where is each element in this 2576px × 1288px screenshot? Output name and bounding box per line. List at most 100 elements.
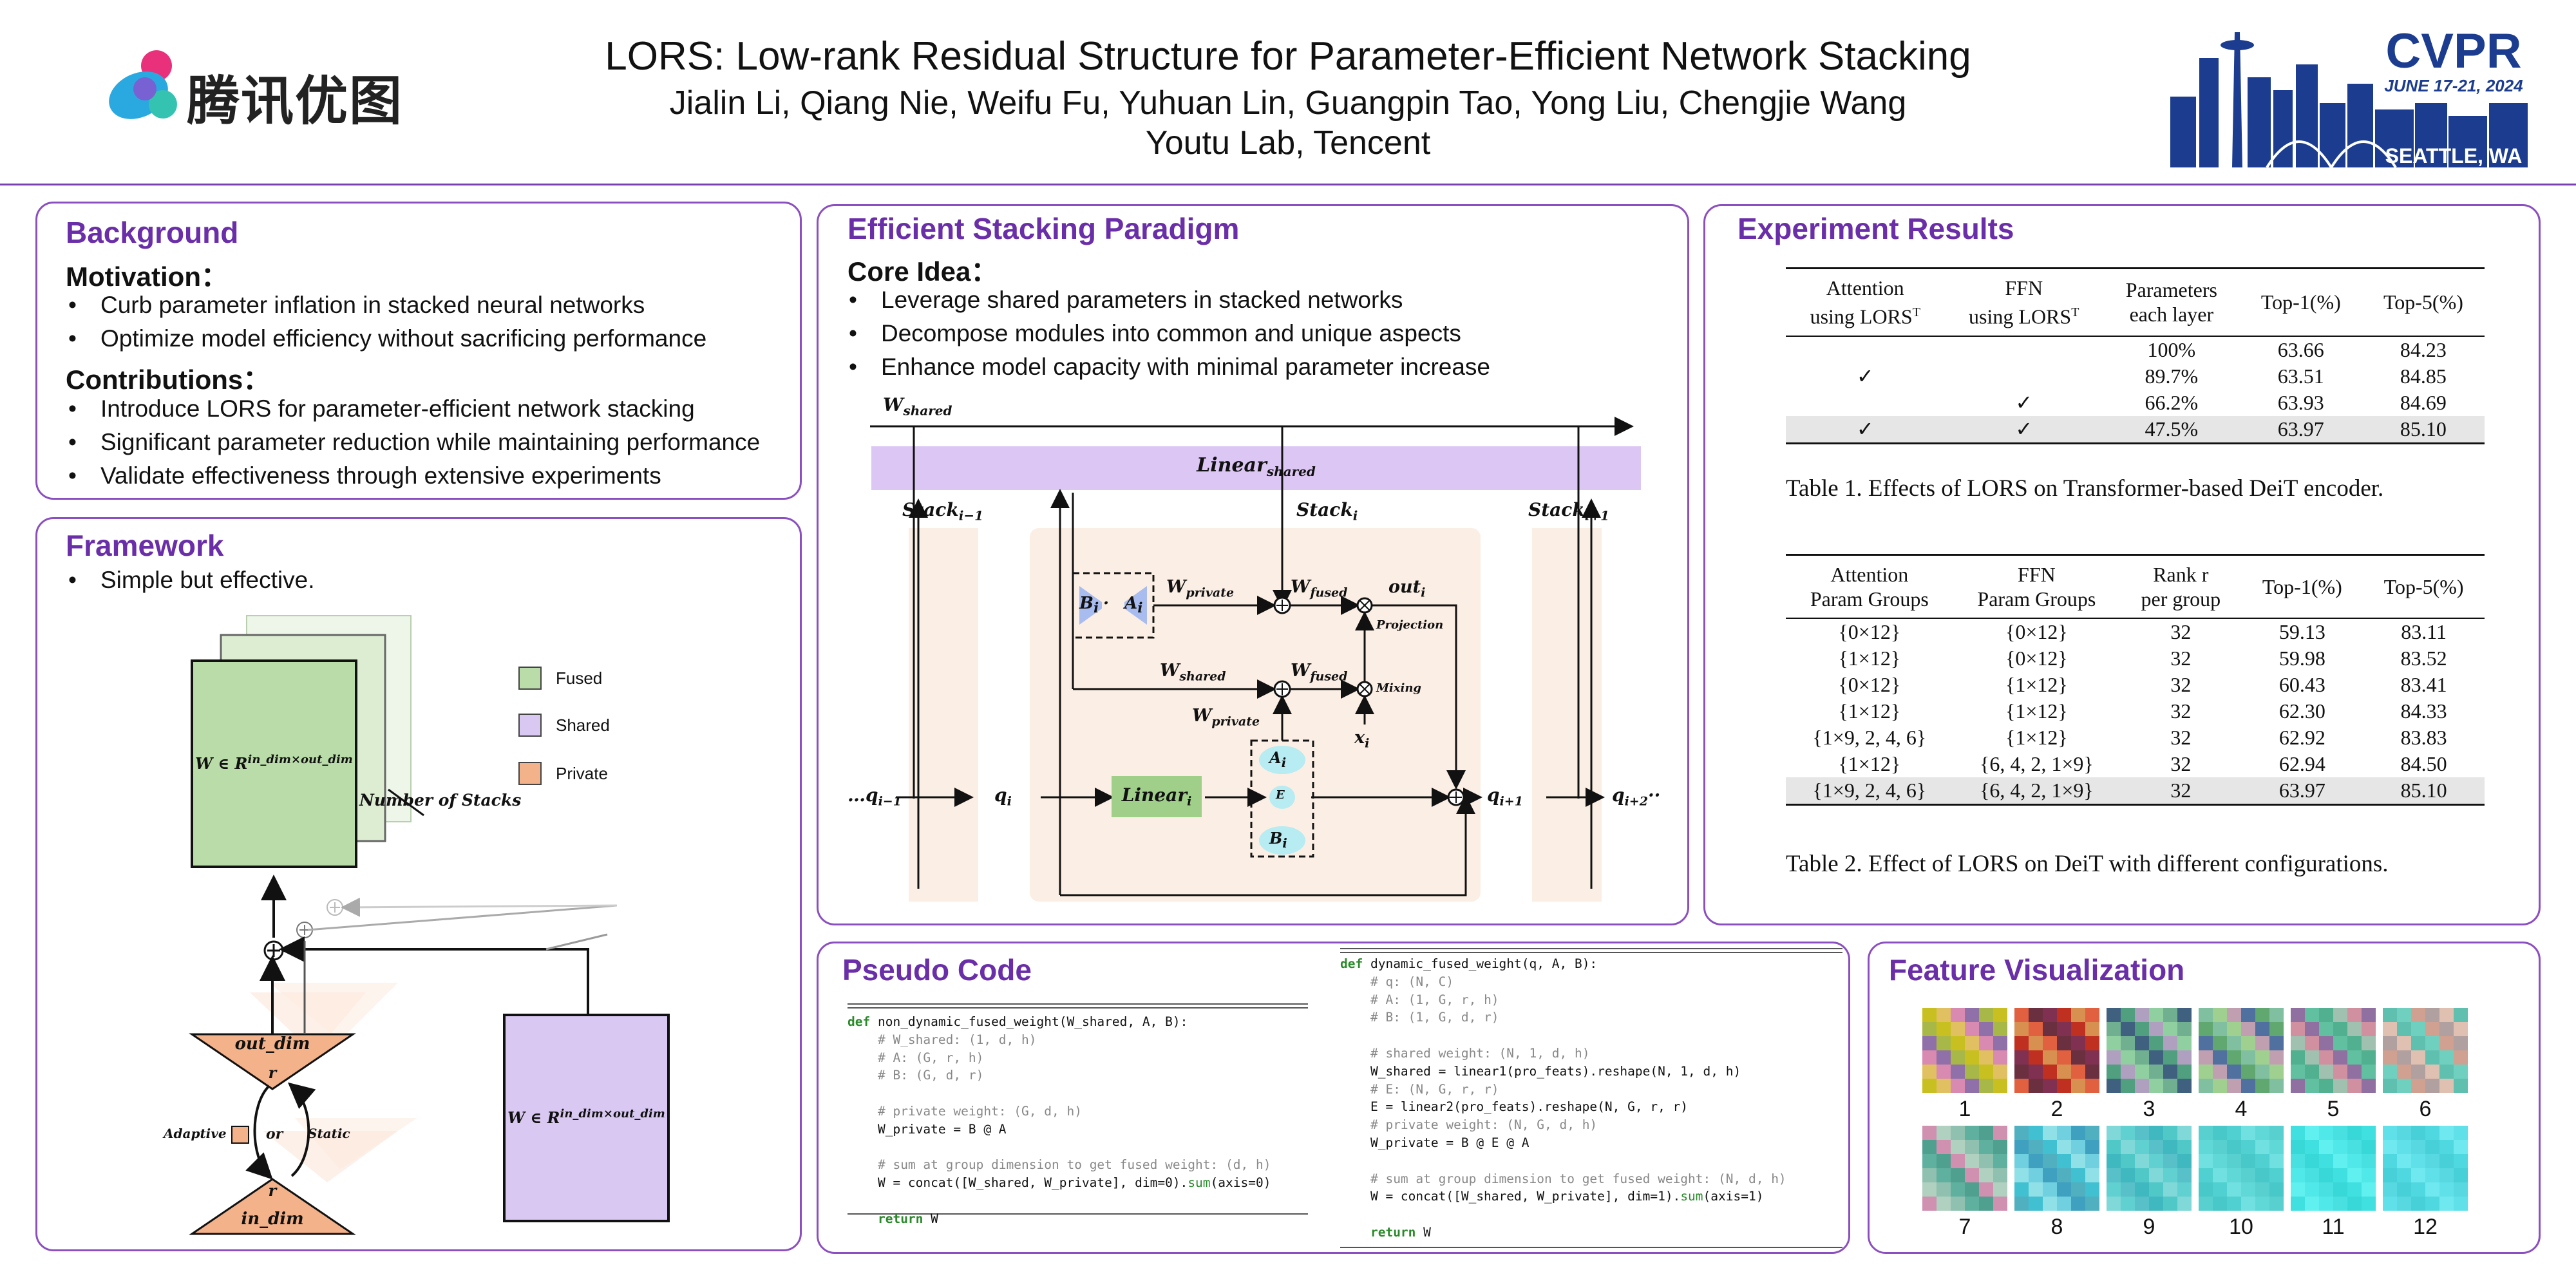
feature-map-tile: [2014, 1126, 2099, 1211]
b-i-label: Bi: [1079, 594, 1099, 617]
framework-panel: Framework Simple but effective.: [35, 517, 802, 1251]
t2-cell: 32: [2170, 726, 2192, 749]
cvpr-location: SEATTLE, WA: [2385, 144, 2523, 167]
linear-shared-bar: [871, 446, 1641, 490]
contributions-heading: Contributions：: [66, 365, 270, 395]
number-of-stacks-label: Number of Stacks: [359, 791, 522, 810]
w-private-label: Wprivate: [1166, 577, 1235, 600]
feature-map-label: 5: [2327, 1097, 2340, 1121]
static-label: Static: [308, 1126, 350, 1141]
motivation-item: Curb parameter inflation in stacked neur…: [68, 292, 645, 319]
t2-cell: 84.50: [2400, 752, 2447, 775]
t2-cell: {1×12}: [1838, 699, 1901, 723]
feature-map-label: 6: [2419, 1097, 2432, 1121]
w-shared-label: Wshared: [883, 394, 952, 419]
feature-map-tile: [1922, 1008, 2007, 1093]
feature-map-label: 8: [2050, 1215, 2063, 1239]
legend-shared-swatch: [518, 714, 542, 737]
t1-cell: [1786, 390, 1944, 416]
t2-cell: 32: [2170, 620, 2192, 643]
e-hat-label: E: [1276, 788, 1285, 802]
t2-cell: 83.11: [2401, 620, 2447, 643]
table-2-caption: Table 2. Effect of LORS on DeiT with dif…: [1786, 851, 2389, 877]
t1-cell: [1786, 336, 1944, 363]
paradigm-title: Efficient Stacking Paradigm: [848, 212, 1240, 245]
t2-header: Attention Param Groups: [1810, 563, 1929, 611]
feature-map-label: 11: [2322, 1215, 2345, 1239]
header-divider: [0, 184, 2576, 185]
feature-map-tile: [2291, 1008, 2376, 1093]
t1-cell: 47.5%: [2103, 415, 2240, 444]
feature-map-label: 10: [2229, 1215, 2253, 1239]
stack-prev-label: Stacki−1: [902, 499, 984, 524]
t2-cell: 59.13: [2278, 620, 2325, 643]
cvpr-logo: CVPR JUNE 17-21, 2024 SEATTLE, WA: [2170, 19, 2531, 174]
core-idea-item: Decompose modules into common and unique…: [849, 320, 1461, 347]
feature-map-tile: [2107, 1008, 2192, 1093]
legend-fused-label: Fused: [556, 668, 603, 688]
t1-cell: 89.7%: [2145, 364, 2199, 388]
t2-cell: {1×9, 2, 4, 6}: [1786, 777, 1953, 805]
t2-cell: 32: [2120, 777, 2242, 805]
t2-cell: 83.41: [2400, 673, 2447, 696]
linear-shared-label: Linearshared: [1197, 454, 1316, 479]
mixing-label: Mixing: [1376, 681, 1422, 695]
t2-cell: {0×12}: [2005, 647, 2068, 670]
t2-cell: {0×12}: [1838, 673, 1901, 696]
t2-cell: {6, 4, 2, 1×9}: [1953, 777, 2121, 805]
a-i-label: Ai: [1124, 594, 1143, 617]
feature-visualization-title: Feature Visualization: [1889, 953, 2185, 987]
t1-cell: 63.93: [2277, 390, 2324, 414]
t1-cell: 63.51: [2277, 364, 2324, 388]
seattle-skyline-icon: [2170, 32, 2528, 169]
low-rank-in-triangle: [189, 1178, 356, 1235]
t2-cell: 83.83: [2400, 726, 2447, 749]
projection-label: Projection: [1376, 618, 1444, 632]
t1-cell: 63.66: [2277, 337, 2324, 361]
t1-cell: 100%: [2147, 337, 2196, 361]
stack-next-label: Stacki+1: [1528, 499, 1610, 524]
t1-cell: 84.69: [2400, 390, 2447, 414]
t1-cell: 84.85: [2400, 364, 2447, 388]
shared-weight-label: W ∈ Rin_dim×out_dim: [507, 1107, 665, 1127]
feature-map-tile: [2291, 1126, 2376, 1211]
adaptive-box: [231, 1126, 249, 1144]
t2-cell: 83.52: [2400, 647, 2447, 670]
q-cur-label: qi: [994, 784, 1012, 809]
t2-cell: 85.10: [2363, 777, 2485, 805]
t2-header: FFN Param Groups: [1977, 563, 2096, 611]
feature-map-label: 9: [2143, 1215, 2155, 1239]
poster-title: LORS: Low-rank Residual Structure for Pa…: [605, 34, 1971, 79]
feature-map-tile: [2199, 1008, 2284, 1093]
t2-cell: 62.92: [2278, 726, 2325, 749]
cvpr-dates: JUNE 17-21, 2024: [2384, 76, 2523, 95]
fused-weight-box: [191, 659, 357, 868]
pseudo-code-panel: Pseudo Code def non_dynamic_fused_weight…: [817, 942, 1850, 1254]
feature-map-tile: [2014, 1008, 2099, 1093]
background-title: Background: [66, 216, 239, 249]
t1-cell: ✓: [1786, 415, 1945, 444]
t2-header: Top-5(%): [2383, 575, 2464, 598]
t2-cell: {0×12}: [2005, 620, 2068, 643]
out-dim-label: out_dim: [234, 1034, 310, 1054]
framework-diagram: [189, 615, 670, 1235]
t2-cell: 32: [2170, 673, 2192, 696]
b-hat-label: Bi: [1269, 829, 1287, 851]
t1-header: FFN using LORST: [1969, 276, 2079, 328]
feature-map-tile: [2383, 1008, 2468, 1093]
w-hat-fused-label: Wfused: [1291, 661, 1348, 684]
framework-bullet: Simple but effective.: [68, 567, 314, 594]
motivation-item: Optimize model efficiency without sacrif…: [68, 325, 706, 352]
t1-header: Top-1(%): [2260, 290, 2341, 314]
t2-cell: 32: [2170, 647, 2192, 670]
results-table-2: Attention Param Groups FFN Param Groups …: [1786, 554, 2485, 806]
code-block-static: def non_dynamic_fused_weight(W_shared, A…: [848, 1014, 1271, 1226]
core-idea-item: Enhance model capacity with minimal para…: [849, 354, 1490, 381]
ba-dashed-box: [1072, 572, 1155, 639]
